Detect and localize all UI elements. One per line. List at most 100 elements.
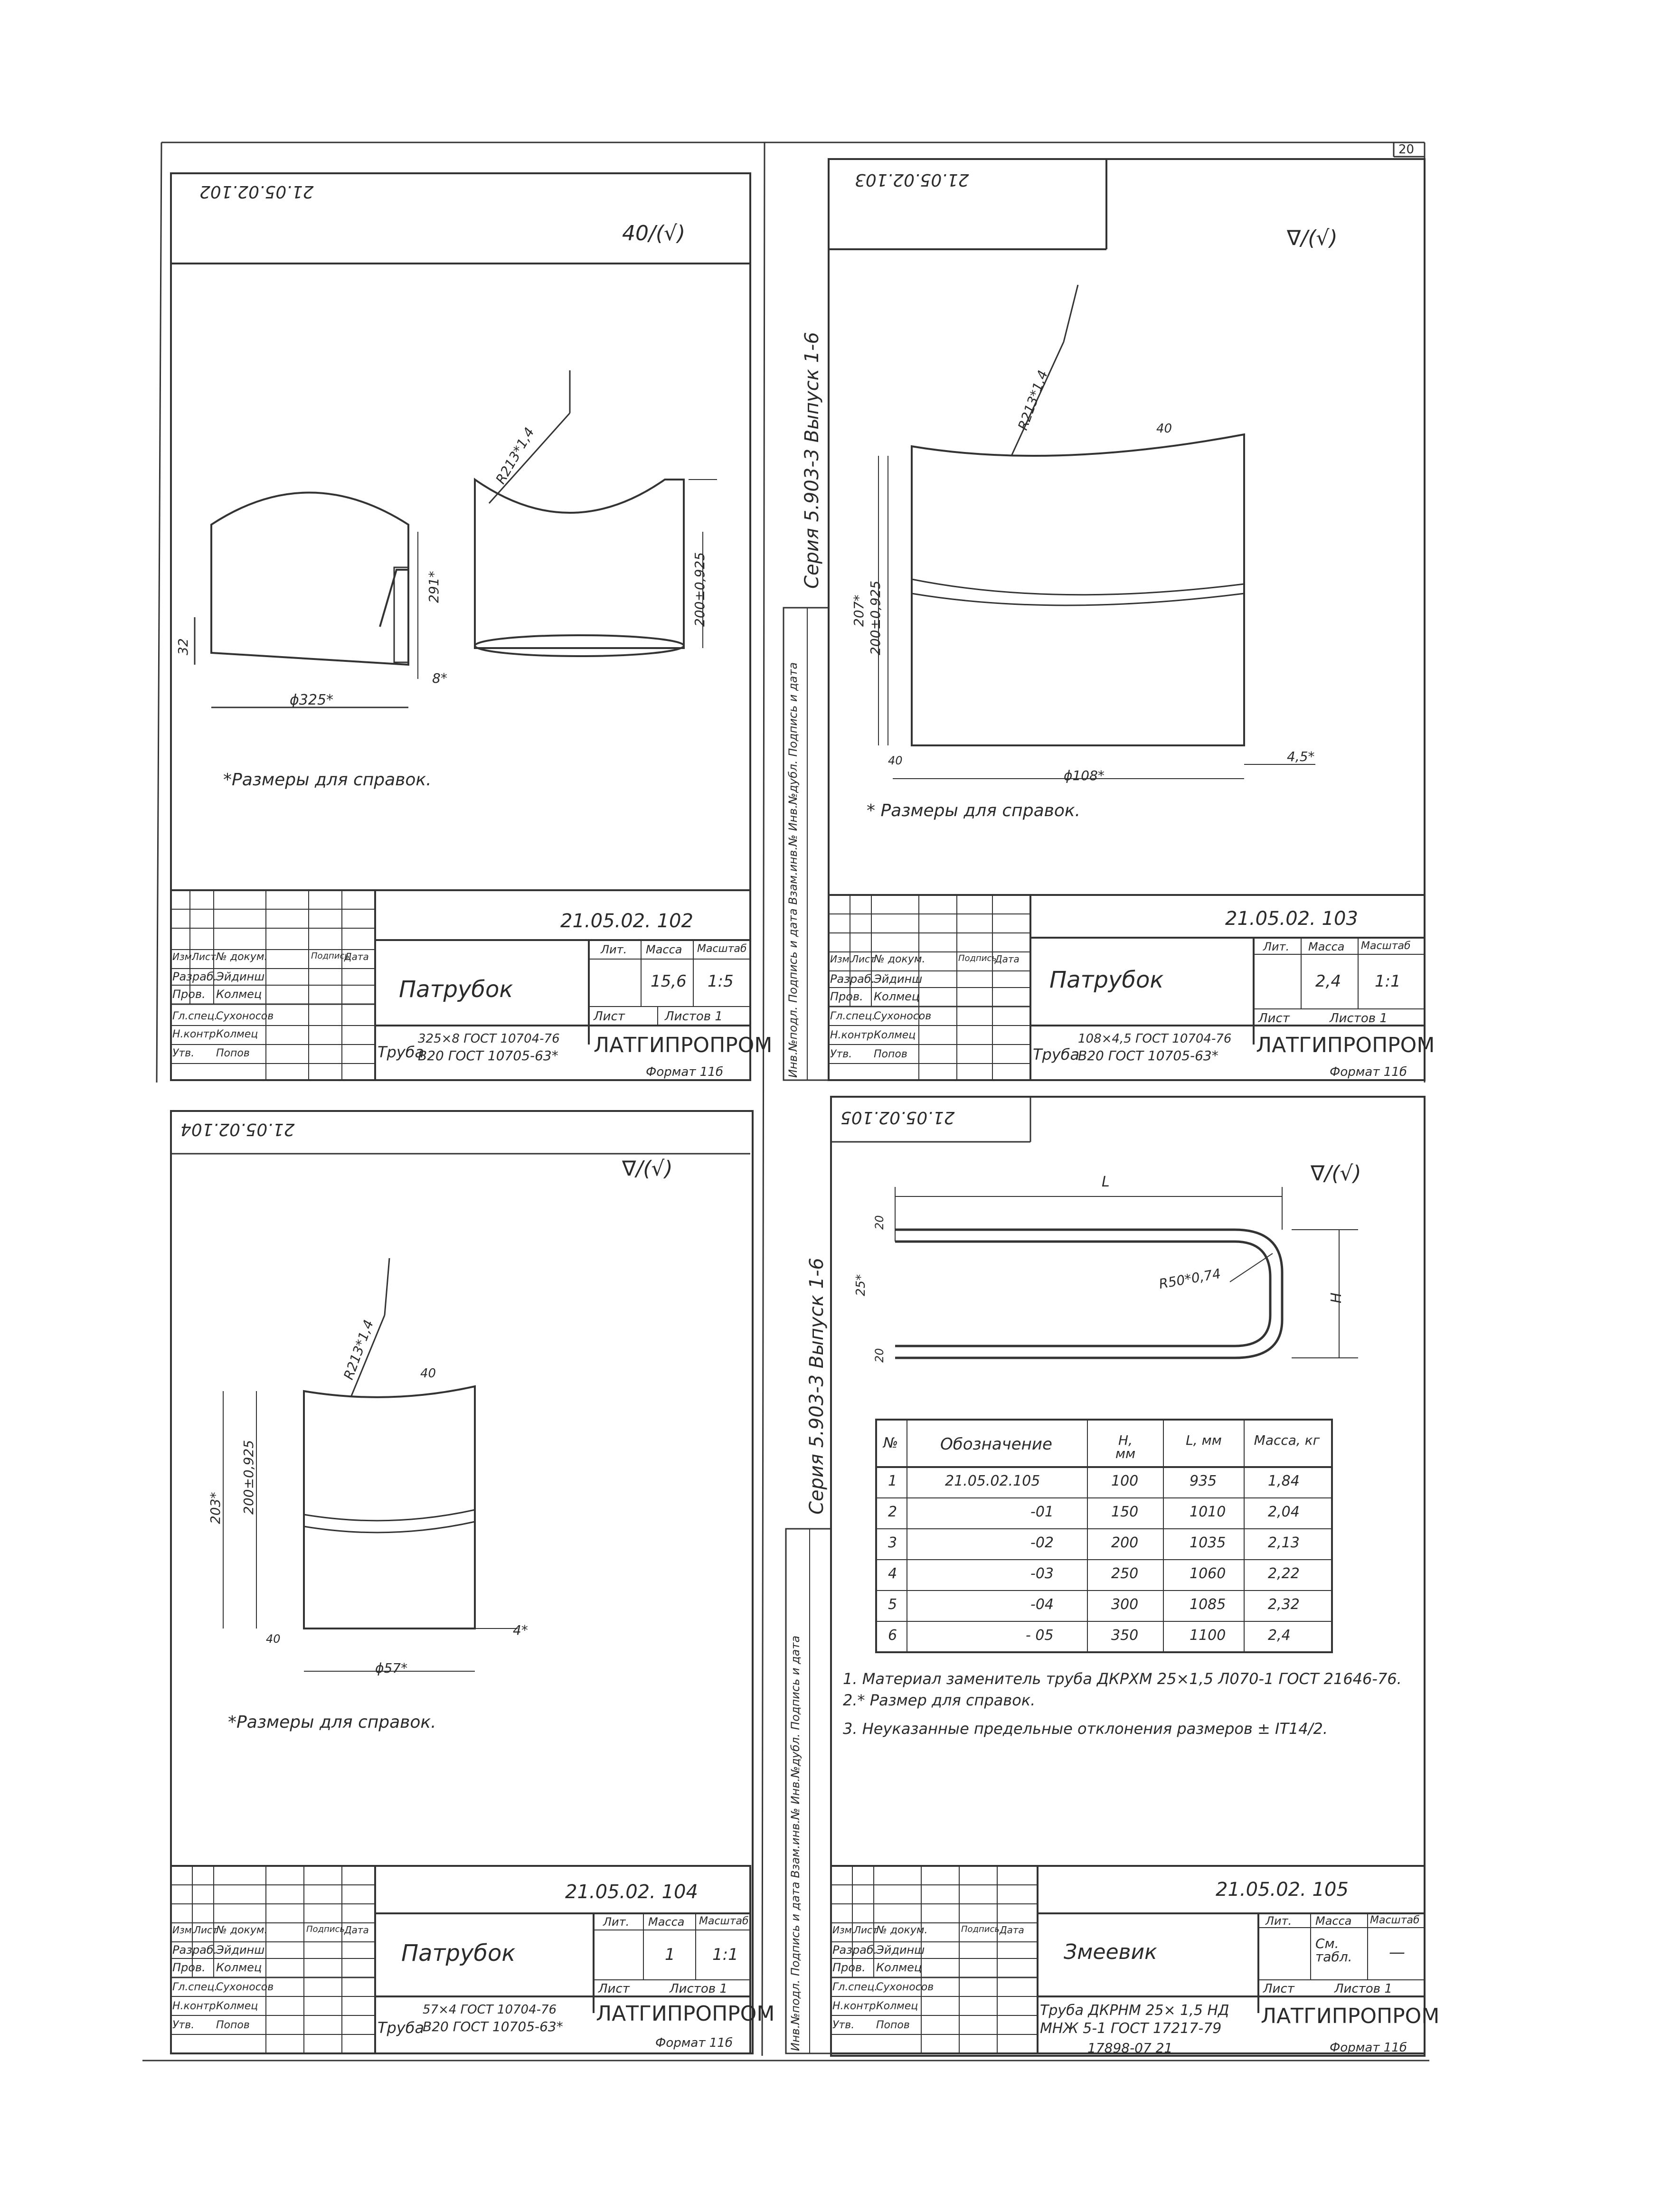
frame4-mass: См. табл. bbox=[1315, 1936, 1352, 1965]
table-cell: 1100 bbox=[1190, 1627, 1226, 1644]
frame1-scale: 1:5 bbox=[708, 972, 734, 991]
frame3-mass: 1 bbox=[665, 1945, 675, 1964]
frame3-material-l2: В20 ГОСТ 10705-63* bbox=[423, 2019, 563, 2034]
frame2-hdr-date: Дата bbox=[995, 953, 1020, 965]
table-cell: 2,22 bbox=[1268, 1565, 1300, 1582]
frame2-lit-hdr: Лит. bbox=[1263, 940, 1290, 953]
table-cell: 2,04 bbox=[1268, 1504, 1300, 1520]
frame1-dim-dia: ϕ325* bbox=[290, 692, 334, 708]
frame1-format: Формат 11б bbox=[646, 1065, 723, 1079]
frame1-sheets-hdr: Листов 1 bbox=[665, 1009, 723, 1024]
table-cell: 350 bbox=[1111, 1627, 1139, 1644]
frame2-sheets-hdr: Листов 1 bbox=[1330, 1011, 1388, 1026]
frame4-role-razrab: Разраб. bbox=[832, 1943, 878, 1957]
frame4-name-prov: Колмец bbox=[876, 1961, 922, 1974]
frame3-hdr-doc: № докум. bbox=[216, 1924, 268, 1936]
frame1-dim-200: 200±0,925 bbox=[692, 552, 708, 627]
frame2-code: 21.05.02. 103 bbox=[1225, 908, 1358, 930]
frame4-roughness: ∇/(√) bbox=[1311, 1161, 1361, 1186]
frame3-lit-hdr: Лит. bbox=[603, 1915, 630, 1929]
frame1-note: *Размеры для справок. bbox=[223, 770, 432, 790]
frame3-hdr-sign: Подпись bbox=[306, 1924, 345, 1934]
frame2-note: * Размеры для справок. bbox=[867, 801, 1081, 820]
table-cell: 1085 bbox=[1190, 1596, 1226, 1613]
frame3-title: Патрубок bbox=[401, 1940, 516, 1967]
frame4-sheet-hdr: Лист bbox=[1263, 1982, 1294, 1996]
frame3-roughness: ∇/(√) bbox=[622, 1157, 673, 1181]
frame3-role-prov: Пров. bbox=[172, 1961, 206, 1974]
table-cell: 2 bbox=[888, 1504, 897, 1520]
table-cell: 150 bbox=[1111, 1504, 1139, 1520]
frame2-name-utv: Попов bbox=[874, 1048, 907, 1060]
table-header-l: L, мм bbox=[1186, 1432, 1222, 1448]
table-cell: 2,32 bbox=[1268, 1596, 1300, 1613]
frame1-role-prov: Пров. bbox=[172, 988, 206, 1001]
frame2-name-razrab: Эйдинш bbox=[874, 972, 923, 986]
frame4-dim-20a: 20 bbox=[873, 1215, 886, 1230]
frame1-mass-hdr: Масса bbox=[646, 943, 682, 956]
frame4-code-flipped: 21.05.02.105 bbox=[840, 1108, 955, 1127]
frame2-role-glspec: Гл.спец. bbox=[830, 1010, 876, 1022]
frame1-name-glspec: Сухоносов bbox=[216, 1010, 274, 1022]
frame2-mass: 2,4 bbox=[1315, 972, 1341, 991]
frame3-role-utv: Утв. bbox=[172, 2019, 195, 2031]
frame4-dim-H: H bbox=[1328, 1292, 1345, 1303]
frame1-name-nkontr: Колмец bbox=[216, 1028, 258, 1040]
table-header-h: H, мм bbox=[1115, 1432, 1136, 1461]
table-cell: 1010 bbox=[1190, 1504, 1226, 1520]
frame1-scale-hdr: Масштаб bbox=[697, 943, 747, 955]
frame1-role-razrab: Разраб. bbox=[172, 970, 217, 983]
table-cell: 200 bbox=[1111, 1534, 1139, 1551]
frame1-material-prefix: Труба bbox=[378, 1043, 425, 1061]
frame4-dim-20b: 20 bbox=[873, 1348, 886, 1363]
frame4-name-razrab: Эйдинш bbox=[876, 1943, 925, 1957]
table-header-no: № bbox=[883, 1435, 898, 1451]
frame3-dim-203: 203* bbox=[208, 1492, 223, 1524]
frame3-dim-200: 200±0,925 bbox=[241, 1440, 256, 1515]
frame2-series: Серия 5.903-3 Выпуск 1-6 bbox=[801, 332, 823, 589]
frame3-hdr-izm: Изм. bbox=[172, 1924, 195, 1936]
frame1-material-l1: 325×8 ГОСТ 10704-76 bbox=[418, 1032, 560, 1046]
frame1-hdr-sign: Подпись bbox=[311, 951, 349, 961]
table-cell: 1 bbox=[888, 1473, 897, 1489]
table-cell: 935 bbox=[1190, 1473, 1217, 1489]
table-cell: 3 bbox=[888, 1534, 897, 1551]
frame3-role-nkontr: Н.контр. bbox=[172, 2000, 219, 2012]
frame2-sheet-hdr: Лист bbox=[1258, 1011, 1290, 1026]
frame1-mass: 15,6 bbox=[651, 972, 687, 991]
table-cell: -02 bbox=[1030, 1534, 1054, 1551]
frame4-series: Серия 5.903-3 Выпуск 1-6 bbox=[806, 1258, 828, 1515]
table-header-mass: Масса, кг bbox=[1254, 1432, 1320, 1448]
table-cell: 2,4 bbox=[1268, 1627, 1291, 1644]
frame2-dim-207: 207* bbox=[851, 594, 867, 627]
frame3-role-glspec: Гл.спец. bbox=[172, 1981, 218, 1993]
frame4-hdr-list: Лист bbox=[854, 1924, 878, 1936]
frame1-title: Патрубок bbox=[399, 976, 513, 1003]
frame4-org: ЛАТГИПРОПРОМ bbox=[1261, 2004, 1440, 2028]
frame2-material-l1: 108×4,5 ГОСТ 10704-76 bbox=[1078, 1032, 1232, 1046]
frame3-name-prov: Колмец bbox=[216, 1961, 262, 1974]
frame3-mass-hdr: Масса bbox=[648, 1915, 685, 1929]
frame2-title: Патрубок bbox=[1049, 967, 1164, 993]
table-cell: 1035 bbox=[1190, 1534, 1226, 1551]
frame2-dim-40: 40 bbox=[1156, 422, 1172, 436]
frame2-material-prefix: Труба bbox=[1033, 1045, 1080, 1064]
table-cell: -03 bbox=[1030, 1565, 1054, 1582]
frame3-hdr-date: Дата bbox=[344, 1924, 369, 1936]
table-header-designation: Обозначение bbox=[940, 1435, 1052, 1454]
frame2-dim-40b: 40 bbox=[888, 754, 903, 767]
frame3-code: 21.05.02. 104 bbox=[565, 1881, 698, 1903]
table-cell: -04 bbox=[1030, 1596, 1054, 1613]
table-cell: 100 bbox=[1111, 1473, 1139, 1489]
frame4-material-l2: МНЖ 5-1 ГОСТ 17217-79 bbox=[1040, 2020, 1222, 2037]
frame2-mass-hdr: Масса bbox=[1308, 940, 1345, 953]
frame4-role-nkontr: Н.контр. bbox=[832, 2000, 879, 2012]
frame1-name-utv: Попов bbox=[216, 1047, 250, 1059]
frame2-code-flipped: 21.05.02.103 bbox=[855, 170, 969, 189]
frame2-role-nkontr: Н.контр. bbox=[830, 1029, 877, 1041]
frame4-sheets-hdr: Листов 1 bbox=[1334, 1982, 1392, 1996]
frame2-name-prov: Колмец bbox=[874, 990, 920, 1003]
frame2-roughness: ∇/(√) bbox=[1287, 226, 1338, 250]
frame3-scale-hdr: Масштаб bbox=[699, 1915, 749, 1927]
